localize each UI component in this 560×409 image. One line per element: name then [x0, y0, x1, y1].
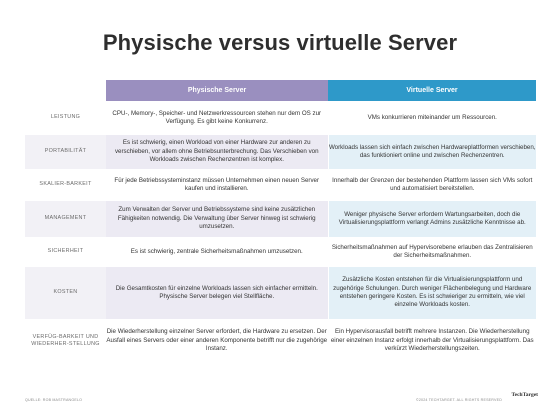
table-row: VERFÜG-BARKEIT UND WIEDERHER-STELLUNG Di…: [25, 319, 536, 363]
row-label: SICHERHEIT: [25, 237, 106, 267]
table-row: MANAGEMENT Zum Verwalten der Server und …: [25, 201, 536, 237]
physical-cell: CPU-, Memory-, Speicher- und Netzwerkres…: [106, 101, 328, 135]
table-row: LEISTUNG CPU-, Memory-, Speicher- und Ne…: [25, 101, 536, 135]
physical-cell: Es ist schwierig, zentrale Sicherheitsma…: [106, 237, 328, 267]
table-row: KOSTEN Die Gesamtkosten für einzelne Wor…: [25, 267, 536, 319]
physical-cell: Die Wiederherstellung einzelner Server e…: [106, 319, 328, 363]
row-label: VERFÜG-BARKEIT UND WIEDERHER-STELLUNG: [25, 319, 106, 363]
virtual-cell: Sicherheitsmaßnahmen auf Hypervisorebene…: [327, 237, 536, 267]
virtual-cell: VMs konkurrieren miteinander um Ressourc…: [327, 101, 536, 135]
virtual-cell: Ein Hypervisorausfall betrifft mehrere I…: [327, 319, 536, 363]
column-header-physical: Physische Server: [106, 80, 328, 101]
row-label: SKALIER-BARKEIT: [25, 169, 106, 201]
copyright-notice: ©2024 TECHTARGET. ALL RIGHTS RESERVED: [415, 398, 502, 402]
comparison-table: Physische Server Virtuelle Server LEISTU…: [25, 80, 536, 363]
physical-cell: Zum Verwalten der Server und Betriebssys…: [106, 201, 328, 237]
column-header-virtual: Virtuelle Server: [328, 80, 536, 101]
logo-text: TechTarget: [511, 392, 538, 398]
row-label: PORTABILITÄT: [25, 135, 106, 169]
row-label: KOSTEN: [25, 267, 106, 319]
virtual-cell: Innerhalb der Grenzen der bestehenden Pl…: [327, 169, 536, 201]
physical-cell: Für jede Betriebssysteminstanz müssen Un…: [106, 169, 328, 201]
table-row: SKALIER-BARKEIT Für jede Betriebssystemi…: [25, 169, 536, 201]
row-label: LEISTUNG: [25, 101, 106, 135]
techtarget-logo: TechTarget: [511, 392, 538, 399]
table-row: PORTABILITÄT Es ist schwierig, einen Wor…: [25, 135, 536, 169]
header-blank: [25, 80, 106, 101]
virtual-cell: Weniger physische Server erfordern Wartu…: [327, 201, 536, 237]
physical-cell: Es ist schwierig, einen Workload von ein…: [106, 135, 328, 169]
virtual-cell: Zusätzliche Kosten entstehen für die Vir…: [327, 267, 536, 319]
virtual-cell: Workloads lassen sich einfach zwischen H…: [327, 135, 536, 169]
physical-cell: Die Gesamtkosten für einzelne Workloads …: [106, 267, 328, 319]
page-title: Physische versus virtuelle Server: [102, 30, 458, 55]
table-row: SICHERHEIT Es ist schwierig, zentrale Si…: [25, 237, 536, 267]
source-credit: QUELLE: ROB MASTRANGELO: [25, 398, 83, 402]
row-label: MANAGEMENT: [25, 201, 106, 237]
